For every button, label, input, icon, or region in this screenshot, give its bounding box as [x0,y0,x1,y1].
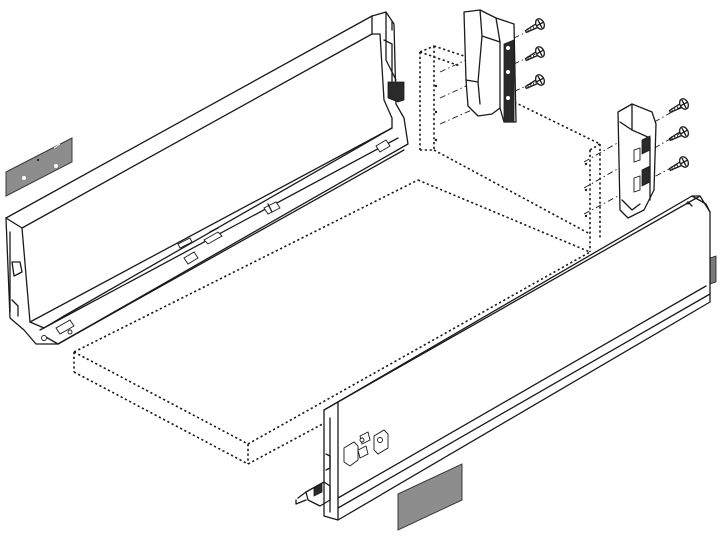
screws [524,18,690,172]
rear-bracket-left [463,9,517,123]
screw-icon [668,156,690,172]
rear-bracket-right [617,103,657,219]
back-panel [419,45,601,252]
screw-icon [524,18,546,34]
right-drawer-side [295,195,717,521]
screw-icon [668,98,690,114]
drawer-bottom [73,179,591,465]
cover-cap-right [397,463,463,531]
screw-icon [524,46,546,62]
left-drawer-side [5,11,409,345]
screw-icon [668,126,690,142]
screw-icon [524,74,546,90]
cover-cap-left [5,137,73,197]
